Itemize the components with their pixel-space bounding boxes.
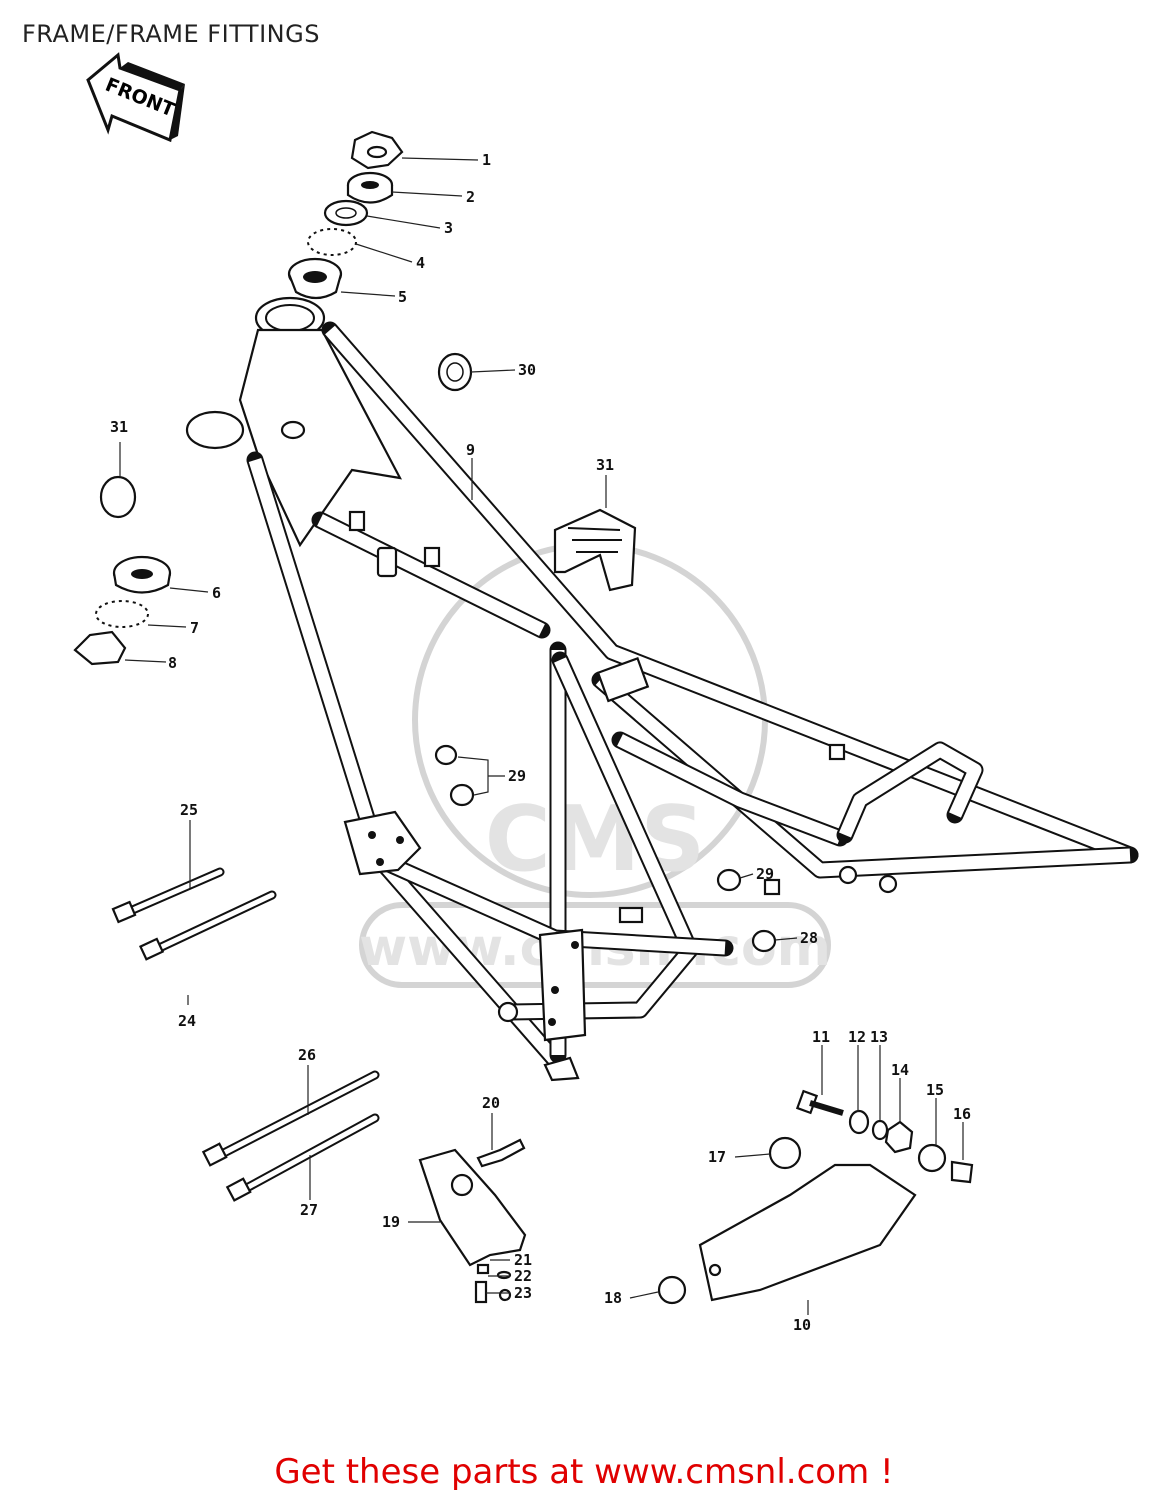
washers-12-14 [848,1109,914,1154]
callout-22: 22 [514,1267,532,1285]
bolt-11 [795,1089,844,1116]
callout-10: 10 [793,1316,811,1334]
callout-2: 2 [466,188,475,206]
callout-30: 30 [518,361,536,379]
bushing-15-16 [917,1143,974,1184]
lower-cone-6 [112,555,172,594]
frame [185,296,1139,1082]
callout-27: 27 [300,1201,318,1219]
callout-1: 1 [482,151,491,169]
callout-31b: 31 [596,456,614,474]
grommet-30 [437,352,473,392]
leader-lines [119,157,964,1315]
bolts-24-25 [111,867,277,961]
callout-8: 8 [168,654,177,672]
lower-race-8 [73,630,127,666]
nuts-29 [434,744,742,892]
callout-23: 23 [514,1284,532,1302]
callout-7: 7 [190,619,199,637]
head-cap [346,171,394,204]
bolts-26-27 [201,1070,380,1202]
callout-11: 11 [812,1028,830,1046]
cap-31 [99,475,137,519]
callout-6: 6 [212,584,221,602]
callout-25: 25 [180,801,198,819]
clip-20 [476,1138,526,1168]
callout-9: 9 [466,441,475,459]
callout-16: 16 [953,1105,971,1123]
callout-3: 3 [444,219,453,237]
callout-31a: 31 [110,418,128,436]
callout-24: 24 [178,1012,196,1030]
callout-13: 13 [870,1028,888,1046]
chain-guard-10 [698,1163,917,1302]
watermark-banner [359,902,831,988]
callout-12: 12 [848,1028,866,1046]
callout-26: 26 [298,1046,316,1064]
upper-cone [287,257,343,300]
callout-4: 4 [416,254,425,272]
watermark-logo: CMS [485,787,705,892]
cta-link[interactable]: Get these parts at www.cmsnl.com ! [274,1452,894,1492]
callout-17: 17 [708,1148,726,1166]
callout-29b: 29 [756,865,774,883]
callouts: 1 2 3 4 5 6 7 8 9 10 11 12 13 14 15 16 1… [110,151,971,1334]
callout-18: 18 [604,1289,622,1307]
callout-28: 28 [800,929,818,947]
callout-19: 19 [382,1213,400,1231]
bracket-19 [418,1148,527,1267]
front-arrow-icon: FRONT [86,52,185,143]
page-title: FRAME/FRAME FITTINGS [22,20,320,48]
upper-race [323,199,369,227]
grommet-18 [657,1275,687,1305]
callout-21: 21 [514,1251,532,1269]
callout-15: 15 [926,1081,944,1099]
small-hardware-21-23 [474,1263,512,1304]
callout-14: 14 [891,1061,909,1079]
callout-29a: 29 [508,767,526,785]
nut-28 [751,929,777,953]
parts-diagram: CMS www.cmsnl.com FRONT [73,52,1139,1334]
lower-bearing-balls-7 [95,600,149,628]
callout-5: 5 [398,288,407,306]
upper-bearing-balls [307,228,357,256]
callout-20: 20 [482,1094,500,1112]
cover-31 [553,508,637,592]
grommet-17 [768,1136,802,1170]
steering-stem-nut [350,130,404,170]
